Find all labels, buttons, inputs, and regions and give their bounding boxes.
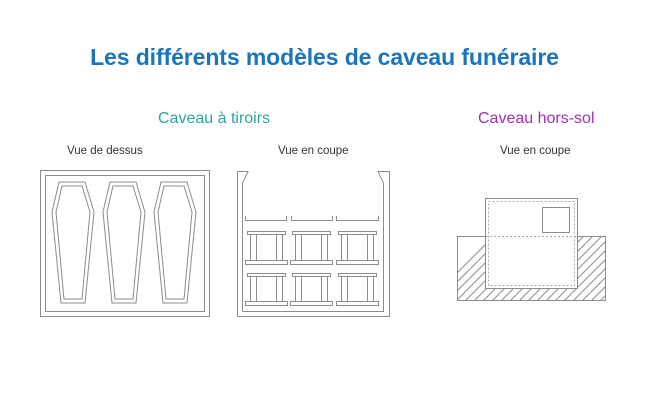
section-title-caveau-a-tiroirs: Caveau à tiroirs	[158, 110, 271, 127]
drawer-unit	[290, 273, 333, 306]
view-label-section-hors-sol: Vue en coupe	[500, 145, 571, 157]
coffin-3	[153, 181, 197, 304]
vault-outer-wall	[40, 170, 210, 317]
ground-outline	[457, 236, 606, 301]
drawer-unit	[245, 273, 288, 306]
drawer-unit	[290, 231, 333, 265]
top-shelves	[245, 216, 379, 221]
drawer-unit	[336, 231, 379, 265]
view-label-top: Vue de dessus	[67, 145, 143, 157]
section-view-drawers-drawing	[237, 171, 390, 317]
coffin-2	[102, 181, 146, 304]
coffin-1	[51, 181, 95, 304]
page-title: Les différents modèles de caveau funérai…	[90, 44, 559, 70]
section-view-hors-sol-drawing	[457, 198, 606, 301]
drawer-unit	[336, 273, 379, 306]
above-ground-vault	[485, 198, 578, 289]
top-view-drawing	[40, 170, 210, 317]
vault-inner-wall	[45, 175, 205, 312]
drawer-unit	[245, 231, 288, 265]
inner-dashed-outline	[488, 201, 575, 286]
small-opening	[542, 207, 570, 233]
section-title-caveau-hors-sol: Caveau hors-sol	[478, 110, 595, 127]
vault-walls	[237, 171, 390, 317]
ground-hatching	[457, 236, 605, 300]
view-label-section-tiroirs: Vue en coupe	[278, 145, 349, 157]
